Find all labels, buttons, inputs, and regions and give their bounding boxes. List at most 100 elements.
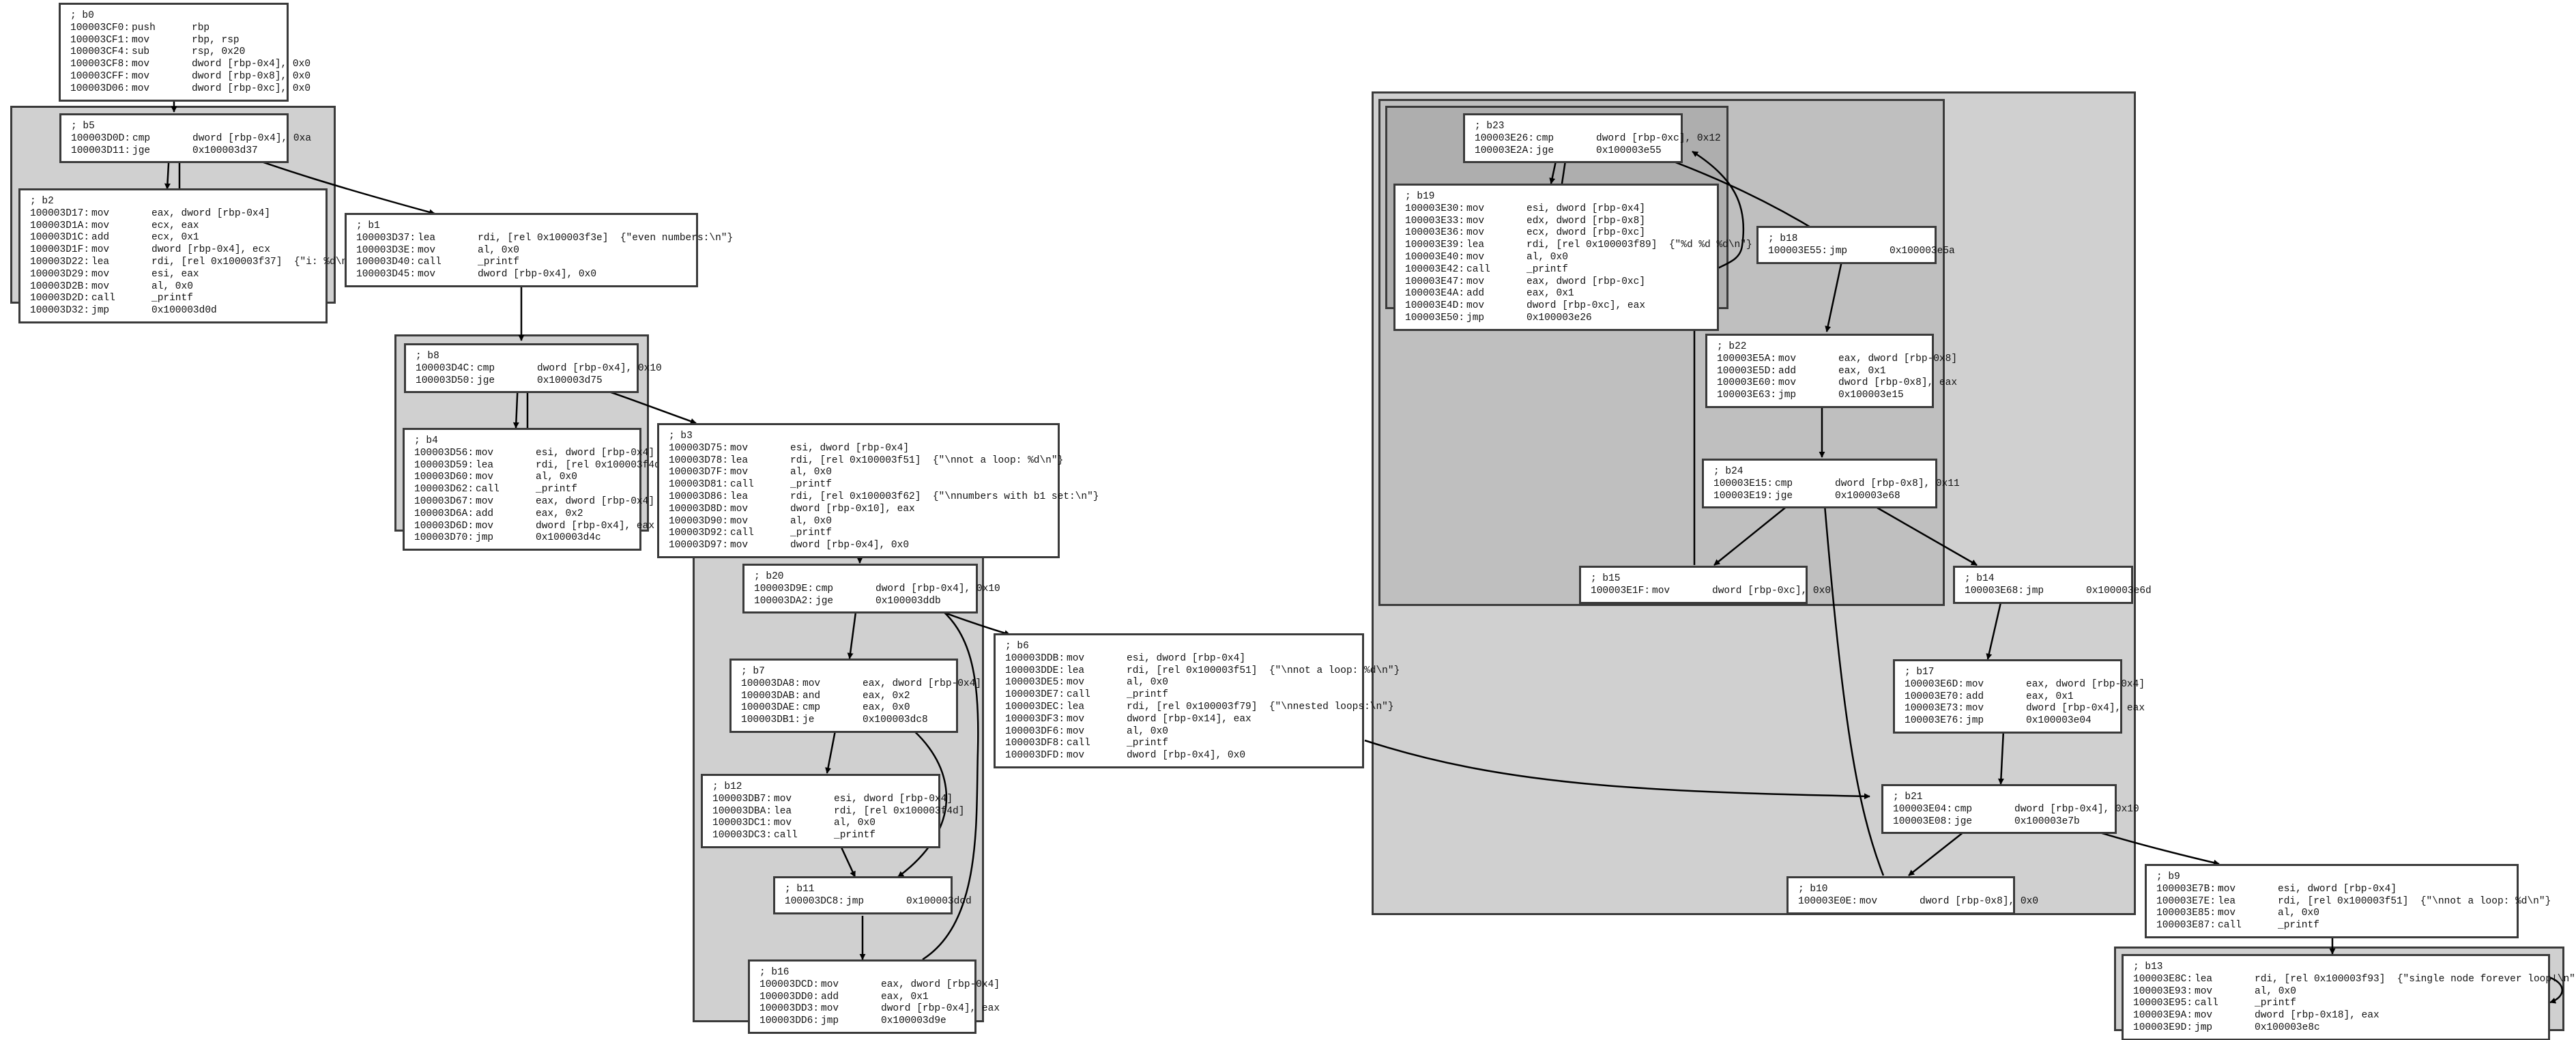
instruction-address: 100003CF1:: [70, 34, 130, 46]
instruction-address: 100003D78:: [669, 454, 729, 466]
block-label: ; b13: [2133, 962, 2163, 972]
instruction-operands: 0x100003e8c: [2255, 1022, 2320, 1033]
instruction-address: 100003E4D:: [1405, 300, 1465, 312]
instruction-mnemonic: mov: [1859, 895, 1878, 907]
instruction-address: 100003D90:: [669, 515, 729, 527]
instruction-mnemonic: mov: [1067, 652, 1085, 664]
instruction-operands: esi, dword [rbp-0x4]: [1526, 203, 1646, 214]
instruction-mnemonic: add: [1966, 691, 1984, 702]
block-label: ; b21: [1893, 792, 1923, 803]
instruction-operands: dword [rbp-0x4], 0x10: [537, 362, 662, 374]
block-label: ; b0: [70, 10, 94, 21]
instruction-mnemonic: cmp: [802, 702, 821, 714]
instruction-operands: esi, dword [rbp-0x4]: [2278, 883, 2397, 895]
instruction-address: 100003D50:: [416, 375, 476, 386]
instruction-operands: al, 0x0: [790, 515, 832, 527]
instruction-mnemonic: call: [774, 830, 798, 841]
instruction-address: 100003E42:: [1405, 263, 1465, 275]
instruction-mnemonic: mov: [1466, 227, 1485, 239]
instruction-address: 100003D37:: [356, 232, 416, 244]
instruction-operands: dword [rbp-0x8], eax: [1838, 377, 1958, 389]
instruction-operands: dword [rbp-0x4], eax: [536, 520, 655, 532]
instruction-address: 100003E30:: [1405, 203, 1465, 214]
instruction-operands: _printf: [790, 528, 832, 539]
instruction-address: 100003E93:: [2133, 985, 2193, 997]
instruction-address: 100003D7F:: [669, 467, 729, 478]
instruction-operands: rbp, rsp: [192, 34, 240, 46]
instruction-operands: edx, dword [rbp-0x8]: [1526, 215, 1646, 227]
instruction-address: 100003D1F:: [30, 244, 90, 256]
instruction-mnemonic: add: [1778, 365, 1797, 377]
instruction-address: 100003DAB:: [741, 690, 801, 702]
instruction-mnemonic: mov: [730, 467, 749, 478]
instruction-mnemonic: lea: [730, 454, 749, 466]
instruction-address: 100003E85:: [2156, 908, 2216, 919]
instruction-mnemonic: jge: [815, 595, 834, 607]
instruction-mnemonic: mov: [1466, 215, 1485, 227]
instruction-mnemonic: mov: [774, 793, 792, 805]
instruction-mnemonic: add: [1466, 288, 1485, 300]
instruction-mnemonic: lea: [91, 256, 110, 268]
instruction-mnemonic: call: [1067, 738, 1090, 749]
instruction-operands: rdi, [rel 0x100003f4d]: [834, 805, 965, 817]
instruction-operands: _printf: [2278, 920, 2319, 931]
instruction-address: 100003E5D:: [1717, 365, 1777, 377]
instruction-comment: {"\nnot a loop: %d\n"}: [921, 454, 1064, 466]
instruction-address: 100003D81:: [669, 479, 729, 491]
instruction-operands: 0x100003e26: [1526, 312, 1592, 323]
instruction-operands: rdi, [rel 0x100003f4d]: [536, 459, 667, 471]
instruction-mnemonic: lea: [2195, 973, 2213, 985]
instruction-mnemonic: jmp: [2195, 1022, 2213, 1033]
instruction-mnemonic: call: [2195, 998, 2218, 1009]
instruction-mnemonic: cmp: [1536, 132, 1554, 144]
instruction-mnemonic: je: [802, 714, 815, 726]
instruction-operands: al, 0x0: [478, 244, 519, 256]
block-label: ; b6: [1005, 641, 1029, 652]
instruction-address: 100003D75:: [669, 442, 729, 454]
instruction-address: 100003E19:: [1713, 490, 1774, 502]
instruction-address: 100003DFD:: [1005, 750, 1065, 762]
block-label: ; b5: [71, 121, 95, 132]
instruction-operands: _printf: [478, 257, 519, 268]
